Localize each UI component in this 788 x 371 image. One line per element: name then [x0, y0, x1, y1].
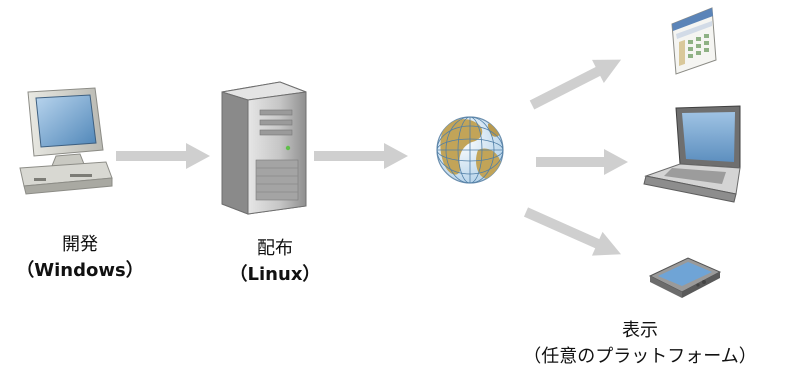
development-title: 開発 [62, 234, 98, 255]
deployment-platform: （Linux） [229, 264, 321, 285]
arrow-network-to-pda [523, 207, 622, 256]
browser-window-icon [671, 7, 717, 75]
development-platform: （Windows） [16, 260, 144, 281]
laptop-icon [643, 105, 741, 203]
deployment-label: 配布 （Linux） [210, 236, 340, 288]
globe-icon [436, 116, 504, 184]
display-platform: （任意のプラットフォーム） [523, 346, 757, 367]
arrow-deploy-to-network [314, 143, 408, 169]
deployment-title: 配布 [257, 238, 293, 259]
arrow-dev-to-deploy [116, 143, 210, 169]
display-title: 表示 [622, 320, 658, 341]
desktop-pc-icon [19, 87, 113, 195]
pda-icon [648, 257, 722, 298]
development-label: 開発 （Windows） [10, 232, 150, 284]
display-label: 表示 （任意のプラットフォーム） [500, 318, 780, 370]
arrow-network-to-browser [529, 59, 622, 110]
server-tower-icon [221, 81, 307, 215]
arrow-network-to-laptop [536, 149, 628, 175]
